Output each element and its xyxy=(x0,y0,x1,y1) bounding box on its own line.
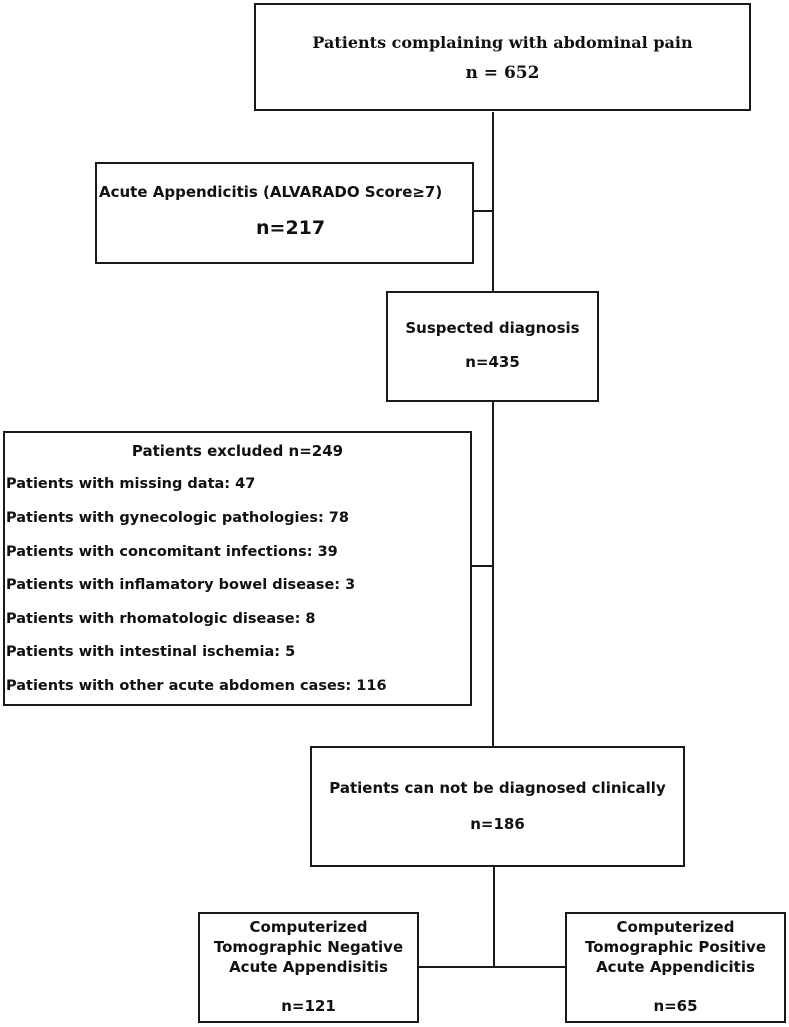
connector-suspected-to-clinical xyxy=(492,402,494,747)
appendicitis-box xyxy=(95,162,474,264)
negative-box-count: n=121 xyxy=(281,997,336,1015)
excluded-item: Patients with inflamatory bowel disease:… xyxy=(6,577,356,593)
positive-box-line1: Computerized xyxy=(616,918,735,936)
connector-branch-horizontal xyxy=(418,966,566,968)
connector-to-excluded xyxy=(471,565,494,567)
positive-box-count: n=65 xyxy=(653,997,698,1015)
clinical-box-title: Patients can not be diagnosed clinically xyxy=(329,779,666,797)
excluded-item: Patients with concomitant infections: 39 xyxy=(6,544,338,560)
negative-box-line3: Acute Appendisitis xyxy=(229,958,388,976)
positive-box-line3: Acute Appendicitis xyxy=(596,958,755,976)
excluded-item: Patients with missing data: 47 xyxy=(6,476,256,492)
top-box xyxy=(254,3,751,111)
excluded-item: Patients with rhomatologic disease: 8 xyxy=(6,611,316,627)
negative-box-line1: Computerized xyxy=(249,918,368,936)
top-box-title: Patients complaining with abdominal pain xyxy=(312,33,693,52)
top-box-count: n = 652 xyxy=(465,63,540,83)
excluded-item: Patients with other acute abdomen cases:… xyxy=(6,678,387,694)
excluded-box xyxy=(3,431,472,706)
connector-top-to-suspected xyxy=(492,112,494,292)
negative-box xyxy=(198,912,419,1023)
connector-to-appendicitis xyxy=(473,210,494,212)
appendicitis-box-title: Acute Appendicitis (ALVARADO Score≥7) xyxy=(99,183,443,201)
clinical-box xyxy=(310,746,685,867)
positive-box xyxy=(565,912,786,1023)
excluded-item: Patients with intestinal ischemia: 5 xyxy=(6,644,296,660)
clinical-box-count: n=186 xyxy=(470,815,525,833)
suspected-box-count: n=435 xyxy=(465,353,520,371)
appendicitis-box-count: n=217 xyxy=(256,217,326,239)
suspected-box-title: Suspected diagnosis xyxy=(405,319,580,337)
negative-box-line2: Tomographic Negative xyxy=(213,938,404,956)
excluded-item: Patients with gynecologic pathologies: 7… xyxy=(6,510,349,526)
excluded-box-title: Patients excluded n=249 xyxy=(131,442,344,460)
suspected-box xyxy=(386,291,599,402)
connector-clinical-down xyxy=(493,867,495,968)
positive-box-line2: Tomographic Positive xyxy=(584,938,767,956)
